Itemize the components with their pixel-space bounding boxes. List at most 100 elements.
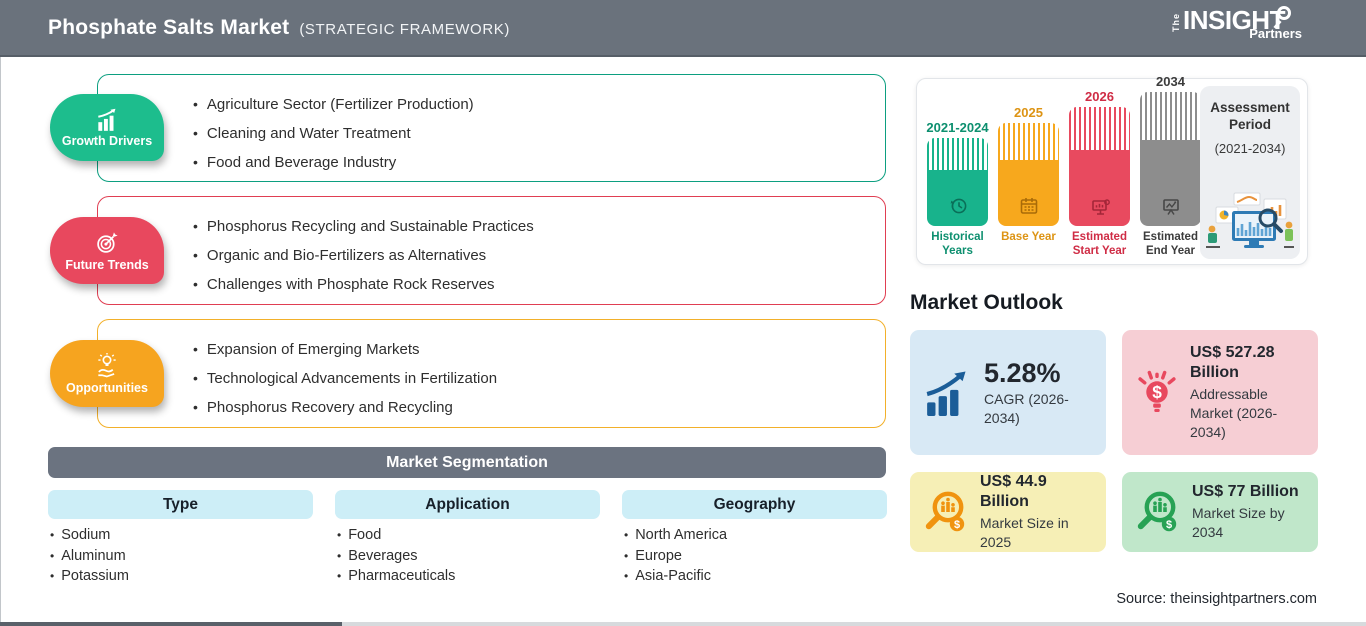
badge-label: Opportunities	[66, 380, 148, 395]
list-item: • Food and Beverage Industry	[193, 148, 474, 177]
timeline-bar-start: 2026 Estimated Start Year	[1067, 89, 1132, 259]
page-left-border	[0, 57, 1, 626]
card-text: 5.28% CAGR (2026-2034)	[984, 358, 1094, 428]
bar-shape	[998, 123, 1059, 226]
list-item-text: Sodium	[61, 527, 111, 543]
list-item-text: Phosphorus Recycling and Sustainable Pra…	[206, 218, 534, 235]
bar-body	[927, 169, 988, 226]
monitor-chart-icon	[1091, 199, 1110, 215]
bar-stripes	[1140, 92, 1201, 141]
bar-caption: Estimated End Year	[1143, 231, 1198, 257]
list-item: •Sodium	[50, 525, 129, 546]
page-subtitle-text: (STRATEGIC FRAMEWORK)	[299, 20, 510, 38]
bar-stripes	[998, 123, 1059, 161]
header-bar: Phosphate Salts Market (STRATEGIC FRAMEWO…	[0, 0, 1366, 57]
list-item-text: Organic and Bio-Fertilizers as Alternati…	[206, 247, 487, 264]
bullet-dot: •	[193, 96, 198, 112]
bar-body	[1069, 149, 1130, 226]
page-title: Phosphate Salts Market (STRATEGIC FRAMEWO…	[0, 16, 510, 40]
list-item: • Asia-Pacific	[624, 566, 727, 587]
list-item-text: Asia-Pacific	[635, 568, 711, 584]
horizontal-scrollbar-track[interactable]	[0, 622, 1366, 626]
addressable-market-card: $ US$ 527.28 Billion Addressable Market …	[1122, 330, 1318, 455]
list-item-text: Aluminum	[61, 547, 126, 564]
bullet-dot: •	[337, 548, 342, 563]
opportunities-badge: Opportunities	[50, 340, 164, 407]
page-title-text: Phosphate Salts Market	[48, 15, 290, 39]
logo-insight-text: INSIGHT	[1183, 5, 1285, 35]
bar-year-label: 2026	[1085, 89, 1114, 104]
list-item: • Beverages	[337, 546, 455, 567]
bar-caption: Base Year	[1001, 231, 1056, 243]
bar-year-label: 2021-2024	[926, 120, 989, 135]
bar-body	[998, 160, 1059, 226]
history-clock-icon	[950, 198, 966, 214]
market-size-2034-label: Market Size by 2034	[1192, 505, 1285, 540]
bullet-dot: •	[193, 218, 198, 234]
bulb-dollar-icon: $	[1138, 370, 1176, 412]
bullet-dot: •	[193, 341, 198, 357]
target-dart-icon	[97, 231, 118, 253]
magnifier-chart-icon: $	[925, 491, 965, 532]
list-item: •Food	[337, 525, 455, 546]
list-item-text: Challenges with Phosphate Rock Reserves	[206, 276, 495, 293]
bullet-dot: •	[50, 548, 55, 563]
bar-stripes	[927, 138, 988, 170]
segment-column-geography: Geography	[622, 490, 887, 519]
card-text: US$ 77 Billion Market Size by 2034	[1192, 482, 1306, 542]
list-item: • Expansion of Emerging Markets	[193, 335, 497, 364]
bar-shape	[927, 138, 988, 226]
list-item-text: Beverages	[348, 547, 418, 564]
bullet-dot: •	[193, 370, 198, 386]
bullet-dot: •	[193, 276, 198, 292]
bar-body	[1140, 140, 1201, 226]
timeline-bar-end: 2034 Estimated End Year	[1138, 74, 1203, 259]
list-item: •Pharmaceuticals	[337, 566, 455, 587]
badge-label: Growth Drivers	[61, 133, 153, 148]
list-item: •Agriculture Sector (Fertilizer Producti…	[193, 90, 474, 119]
bullet-dot: •	[624, 569, 629, 583]
market-segmentation-header: Market Segmentation	[48, 447, 886, 478]
bullet-dot: •	[50, 569, 55, 583]
bar-year-label: 2034	[1156, 74, 1185, 89]
list-item-text: Technological Advancements in Fertilizat…	[206, 370, 498, 387]
bullet-dot: •	[193, 125, 198, 141]
future-trends-list: • Phosphorus Recycling and Sustainable Pr…	[193, 212, 534, 299]
assessment-period-panel: Assessment Period (2021-2034)	[1200, 86, 1300, 259]
bullet-dot: •	[193, 399, 198, 415]
market-outlook-title: Market Outlook	[910, 291, 1063, 314]
market-size-2025-card: $ US$ 44.9 Billion Market Size in 2025	[910, 472, 1106, 552]
cagr-card: 5.28% CAGR (2026-2034)	[910, 330, 1106, 455]
market-size-2025-value: US$ 44.9 Billion	[980, 473, 1047, 510]
horizontal-scrollbar-thumb[interactable]	[0, 622, 342, 626]
list-item-text: Food and Beverage Industry	[206, 154, 397, 171]
bar-caption: Historical Years	[931, 231, 984, 257]
assessment-period-title: Assessment Period	[1210, 100, 1290, 132]
opportunities-list: • Expansion of Emerging Markets • Technolo…	[193, 335, 497, 422]
future-trends-box: • Phosphorus Recycling and Sustainable Pr…	[97, 196, 886, 305]
growth-drivers-badge: Growth Drivers	[50, 94, 164, 161]
timeline-bar-base: 2025 Base Year	[996, 105, 1061, 259]
bullet-dot: •	[337, 569, 342, 583]
list-item-text: North America	[635, 527, 728, 543]
card-text: US$ 527.28 Billion Addressable Market (2…	[1190, 343, 1306, 442]
market-size-2034-card: $ US$ 77 Billion Market Size by 2034	[1122, 472, 1318, 552]
timeline-bars: 2021-2024 Historical Years 2025	[925, 74, 1203, 259]
segment-column-type: Type	[48, 490, 313, 519]
cagr-growth-icon	[926, 371, 966, 416]
bullet-dot: •	[337, 528, 342, 542]
bar-shape	[1069, 107, 1130, 226]
card-text: US$ 44.9 Billion Market Size in 2025	[980, 472, 1094, 552]
cagr-value: 5.28%	[984, 357, 1061, 388]
list-item-text: Potassium	[61, 568, 129, 584]
bullet-dot: •	[193, 154, 198, 170]
bar-shape	[1140, 92, 1201, 226]
logo-the-text: The	[1171, 13, 1181, 33]
calendar-icon	[1020, 198, 1037, 214]
list-item: • Challenges with Phosphate Rock Reserves	[193, 270, 534, 299]
analysis-illustration	[1206, 192, 1294, 248]
list-item-text: Europe	[635, 547, 682, 564]
addressable-market-value: US$ 527.28 Billion	[1190, 344, 1275, 381]
list-item-text: Expansion of Emerging Markets	[206, 341, 420, 358]
timeline-panel: 2021-2024 Historical Years 2025	[916, 74, 1308, 265]
